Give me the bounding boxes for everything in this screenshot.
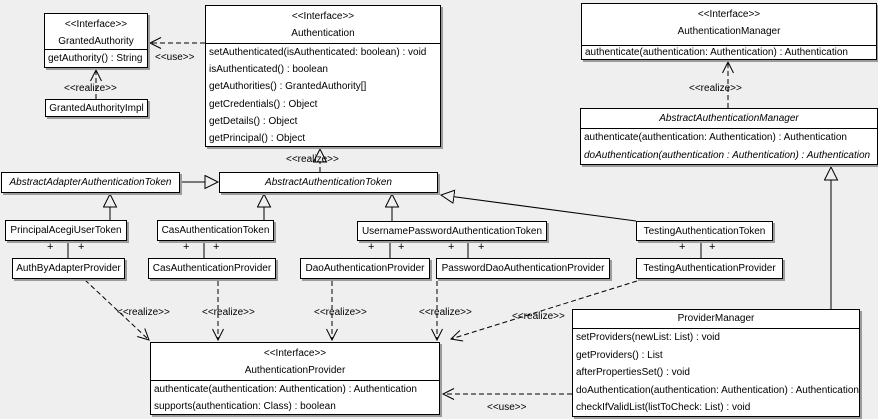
multiplicity-plus: + [183, 241, 190, 253]
realize-label: <<realize>> [64, 83, 117, 94]
class-name: AuthByAdapterProvider [16, 263, 121, 274]
class-name: UsernamePasswordAuthenticationToken [361, 225, 543, 237]
multiplicity-plus: + [679, 241, 686, 253]
use-label: <<use>> [155, 52, 195, 63]
class-method: supports(authentication: Class) : boolea… [154, 401, 336, 412]
class-name: DaoAuthenticationProvider [305, 263, 425, 274]
class-method: afterPropertiesSet() : void [576, 367, 690, 379]
realize-label: <<realize>> [689, 83, 742, 94]
class-method: getAuthority() : String [48, 53, 143, 64]
class-abstract-adapter-authentication-token: AbstractAdapterAuthenticationToken [1, 172, 180, 193]
realize-label: <<realize>> [419, 307, 472, 318]
multiplicity-plus: + [368, 241, 375, 253]
class-name: CasAuthenticationToken [161, 225, 270, 236]
class-method: doAuthentication(authentication: Authent… [576, 384, 859, 396]
class-dao-authentication-provider: DaoAuthenticationProvider [300, 258, 430, 279]
class-stereotype: <<Interface>> [697, 9, 761, 20]
class-method: getProviders() : List [576, 349, 663, 361]
class-stereotype: <<Interface>> [263, 348, 327, 359]
multiplicity-plus: + [213, 241, 220, 253]
multiplicity-plus: + [709, 241, 716, 253]
class-granted-authority-impl: GrantedAuthorityImpl [45, 99, 148, 117]
use-label: <<use>> [487, 402, 527, 413]
class-header: <<Interface>> AuthenticationManager [582, 4, 876, 46]
multiplicity-plus: + [78, 241, 85, 253]
realize-label: <<realize>> [117, 307, 170, 318]
realize-label: <<realize>> [512, 311, 565, 322]
class-name: ProviderManager [677, 313, 755, 324]
class-header: <<Interface>> Authentication [206, 6, 440, 44]
class-authentication-manager: <<Interface>> AuthenticationManager auth… [581, 3, 877, 60]
class-name: AuthenticationManager [677, 26, 781, 37]
class-header: ProviderManager [573, 310, 859, 329]
edge-realize-testing-provider [449, 280, 638, 342]
multiplicity-plus: + [398, 241, 405, 253]
class-granted-authority: <<Interface>> GrantedAuthority getAuthor… [44, 13, 148, 68]
class-method: authenticate(authentication: Authenticat… [584, 132, 847, 143]
class-cas-authentication-provider: CasAuthenticationProvider [148, 258, 276, 279]
class-name: CasAuthenticationProvider [152, 263, 272, 274]
class-name: AbstractAdapterAuthenticationToken [9, 177, 172, 188]
edge-testing-token-extends [441, 195, 637, 222]
class-cas-authentication-token: CasAuthenticationToken [157, 220, 274, 241]
edge-realize-authbyadapter [84, 279, 150, 341]
class-name: TestingAuthenticationToken [643, 225, 766, 237]
class-header: <<Interface>> GrantedAuthority [45, 14, 147, 50]
class-method: doAuthentication(authentication : Authen… [584, 150, 871, 161]
realize-label: <<realize>> [286, 154, 339, 165]
class-name: PasswordDaoAuthenticationProvider [441, 263, 605, 274]
class-password-dao-authentication-provider: PasswordDaoAuthenticationProvider [436, 258, 610, 279]
class-header: <<Interface>> AuthenticationProvider [151, 343, 439, 381]
realize-label: <<realize>> [314, 307, 367, 318]
class-method: getDetails() : Object [209, 115, 298, 127]
class-method: isAuthenticated() : boolean [209, 64, 328, 76]
class-abstract-authentication-token: AbstractAuthenticationToken [219, 172, 438, 193]
class-method: authenticate(authentication: Authenticat… [585, 47, 848, 58]
class-name: GrantedAuthority [58, 36, 134, 47]
multiplicity-plus: + [448, 241, 455, 253]
class-method: getAuthorities() : GrantedAuthority[] [209, 81, 367, 93]
class-principal-acegi-user-token: PrincipalAcegiUserToken [5, 220, 127, 241]
class-name: Authentication [291, 28, 355, 39]
class-name: GrantedAuthorityImpl [49, 102, 144, 114]
multiplicity-plus: + [47, 241, 54, 253]
class-stereotype: <<Interface>> [291, 11, 355, 22]
class-method: getPrincipal() : Object [209, 133, 306, 145]
class-provider-manager: ProviderManager setProviders(newList: Li… [572, 309, 860, 417]
class-method: getCredentials() : Object [209, 98, 318, 110]
class-method: setAuthenticated(isAuthenticated: boolea… [209, 47, 427, 58]
class-stereotype: <<Interface>> [64, 19, 128, 30]
class-name: AbstractAuthenticationToken [265, 177, 392, 188]
class-method: checkIfValidList(listToCheck: List) : vo… [576, 402, 751, 414]
class-testing-authentication-provider: TestingAuthenticationProvider [636, 258, 783, 279]
class-name: AuthenticationProvider [244, 365, 346, 376]
class-authentication: <<Interface>> Authentication setAuthenti… [205, 5, 441, 147]
class-name: AbstractAuthenticationManager [659, 113, 799, 124]
class-authentication-provider: <<Interface>> AuthenticationProvider aut… [150, 342, 440, 415]
class-username-password-authentication-token: UsernamePasswordAuthenticationToken [357, 221, 547, 241]
class-name: TestingAuthenticationProvider [643, 263, 776, 274]
class-method: authenticate(authentication: Authenticat… [154, 384, 417, 395]
class-abstract-authentication-manager: AbstractAuthenticationManager authentica… [580, 108, 878, 165]
multiplicity-plus: + [478, 241, 485, 253]
class-method: setProviders(newList: List) : void [576, 332, 720, 343]
class-testing-authentication-token: TestingAuthenticationToken [636, 221, 773, 241]
class-header: AbstractAuthenticationManager [581, 109, 877, 129]
class-name: PrincipalAcegiUserToken [10, 225, 122, 236]
realize-label: <<realize>> [202, 307, 255, 318]
class-auth-by-adapter-provider: AuthByAdapterProvider [12, 258, 125, 279]
